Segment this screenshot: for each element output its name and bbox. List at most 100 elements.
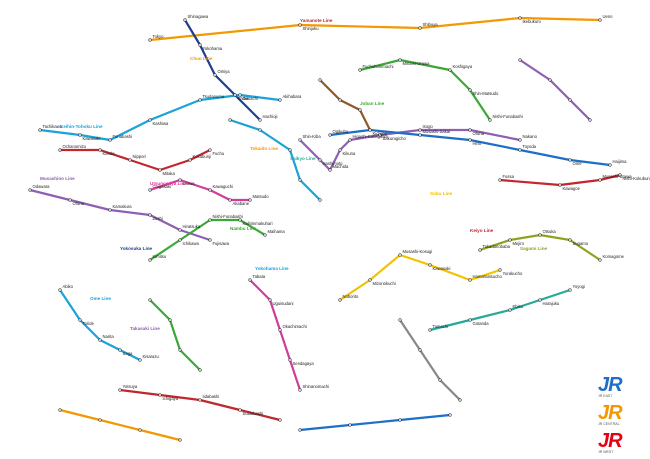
station-marker: [228, 118, 232, 122]
station-marker: [68, 198, 72, 202]
station-label: Komagome: [603, 254, 625, 259]
station-marker: [188, 158, 192, 162]
line-name: Keihin-Tohoku Line: [60, 124, 103, 129]
station-marker: [598, 18, 602, 22]
station-label: Musashi-Kosugi: [403, 249, 433, 254]
station-marker: [158, 393, 162, 397]
station-label: Ofuna: [73, 201, 85, 206]
station-label: Sugamo: [573, 241, 589, 246]
station-label: Sendagaya: [293, 361, 315, 366]
station-label: Mitaka: [163, 171, 176, 176]
station-marker: [468, 318, 472, 322]
station-label: Takadanobaba: [483, 244, 511, 249]
station-label: Hino: [473, 141, 482, 146]
station-marker: [498, 178, 502, 182]
jr-central-mark: JR: [598, 402, 623, 424]
station-label: Kashiwa: [153, 121, 169, 126]
line-name: Chuo Line: [190, 56, 213, 61]
station-label: Nippori: [133, 154, 146, 159]
station-marker: [338, 98, 342, 102]
station-label: Harajuku: [543, 301, 560, 306]
station-marker: [58, 148, 62, 152]
station-marker: [348, 138, 352, 142]
station-label: Nishi-Funabashi: [493, 114, 523, 119]
station-marker: [418, 348, 422, 352]
station-marker: [468, 278, 472, 282]
station-marker: [598, 258, 602, 262]
station-label: Kawasaki: [83, 136, 101, 141]
line-name: Utsunomiya Line: [150, 181, 187, 186]
station-label: Iidabashi: [203, 394, 220, 399]
station-marker: [568, 288, 572, 292]
station-marker: [198, 98, 202, 102]
station-marker: [128, 158, 132, 162]
station-marker: [568, 238, 572, 242]
station-marker: [178, 178, 182, 182]
station-label: Chigasaki: [153, 184, 171, 189]
station-marker: [438, 378, 442, 382]
station-marker: [398, 318, 402, 322]
line-name: Yamanote Line: [300, 18, 333, 23]
station-marker: [428, 263, 432, 267]
station-marker: [178, 438, 182, 442]
station-marker: [78, 133, 82, 137]
station-label: Fujisawa: [213, 241, 230, 246]
station-label: Toyoda: [523, 144, 537, 149]
station-marker: [183, 18, 187, 22]
station-label: Gotanda: [473, 321, 490, 326]
line-name: Musashino Line: [40, 176, 75, 181]
station-marker: [448, 68, 452, 72]
station-marker: [368, 278, 372, 282]
station-label: Shinagawa: [188, 14, 209, 19]
station-label: Yotsuya: [123, 384, 138, 389]
station-marker: [138, 358, 142, 362]
station-marker: [518, 58, 522, 62]
station-marker: [148, 188, 152, 192]
jr-central-logo: JR JR CENTRAL: [598, 402, 638, 426]
station-marker: [258, 128, 262, 132]
station-label: Funabashi: [113, 134, 133, 139]
line-name: Sobu Line: [430, 191, 453, 196]
station-marker: [298, 138, 302, 142]
station-label: Otsuka: [543, 229, 557, 234]
station-marker: [148, 38, 152, 42]
station-marker: [498, 268, 502, 272]
line-name: Sagami Line: [520, 246, 548, 251]
station-label: Shinjuku: [303, 26, 320, 31]
station-label: Ikebukuro: [523, 19, 542, 24]
station-marker: [78, 318, 82, 322]
station-marker: [368, 128, 372, 132]
station-marker: [548, 78, 552, 82]
station-marker: [28, 188, 32, 192]
station-marker: [318, 78, 322, 82]
station-marker: [248, 198, 252, 202]
station-marker: [468, 128, 472, 132]
route-line: [428, 288, 572, 332]
station-label: Akabane: [233, 201, 250, 206]
station-marker: [198, 398, 202, 402]
station-marker: [148, 258, 152, 262]
station-label: Musashi-Urawa: [603, 174, 633, 179]
station-marker: [348, 423, 352, 427]
station-label: Yurakucho: [503, 271, 523, 276]
station-marker: [328, 133, 332, 137]
station-marker: [118, 348, 122, 352]
station-marker: [148, 118, 152, 122]
station-label: Ochanomizu: [63, 144, 87, 149]
station-marker: [198, 43, 202, 47]
station-marker: [208, 188, 212, 192]
station-marker: [118, 388, 122, 392]
station-label: Shibuya: [423, 22, 439, 27]
station-label: Shin-Kiba: [303, 134, 322, 139]
station-marker: [508, 308, 512, 312]
station-label: Tamachi: [433, 324, 449, 329]
route-line: [58, 148, 212, 172]
station-label: Noborito: [343, 294, 359, 299]
route-line: [518, 58, 592, 122]
station-label: Tachikawa: [43, 124, 63, 129]
station-marker: [428, 328, 432, 332]
station-label: Odawara: [33, 184, 51, 189]
station-marker: [398, 418, 402, 422]
station-label: Urawa: [183, 181, 196, 186]
station-label: Kimitsu: [153, 254, 167, 259]
